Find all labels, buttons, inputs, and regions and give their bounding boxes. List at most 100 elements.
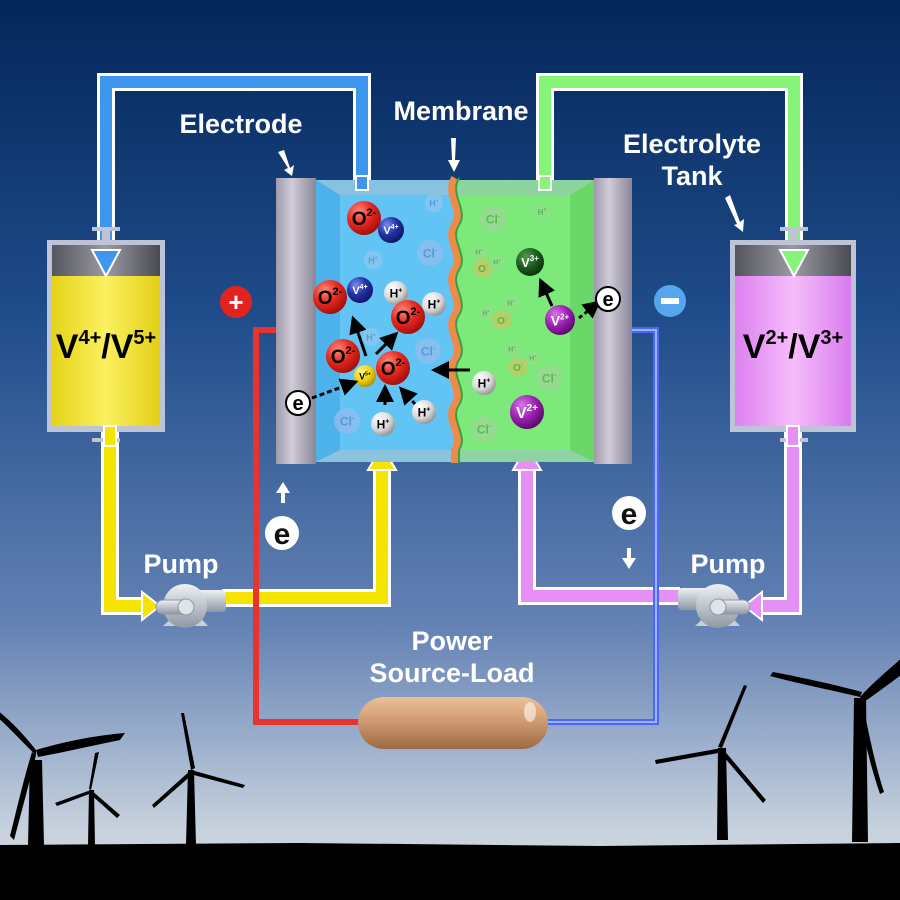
pump-left: [155, 584, 226, 628]
ion-v-vanadium2: V2+: [545, 305, 575, 335]
ion-sphere: [510, 395, 544, 429]
ion-label: H+: [475, 248, 483, 257]
ion-sphere: [347, 201, 381, 235]
ion-sphere: [362, 328, 380, 346]
wind-turbines: [0, 659, 900, 845]
positive-wire: [253, 327, 362, 725]
flow-arrow-icon: [742, 589, 763, 623]
ion-label: Cl-: [542, 372, 557, 386]
pointer-arrow-icon: [448, 138, 460, 172]
ion-label: H+: [507, 299, 515, 308]
ion-label: O2-: [352, 207, 377, 230]
ion-sphere: [479, 306, 493, 320]
svg-text:e: e: [602, 289, 613, 311]
ion-label: H+: [428, 298, 441, 312]
ion-label: O2-: [331, 345, 356, 368]
ion-o-oxygen: O2-: [313, 280, 347, 314]
ion-label: H+: [377, 418, 390, 432]
ion-h-faint-h-g: H+: [526, 351, 540, 365]
ion-sphere: [415, 338, 441, 364]
ion-sphere: [334, 408, 360, 434]
ion-h-proton: H+: [422, 292, 446, 316]
ion-sphere: [526, 351, 540, 365]
arrow-up-icon: [276, 482, 290, 503]
ion-sphere: [490, 255, 504, 269]
positive-terminal: +: [220, 286, 252, 318]
ion-label: O2-: [318, 286, 343, 309]
electrode-right: [594, 178, 632, 464]
negative-wire-highlight: [546, 329, 657, 723]
ion-label: H+: [368, 255, 378, 265]
pointer-arrow-icon: [278, 150, 294, 176]
wind-turbine-icon: [655, 685, 766, 840]
membrane: [448, 175, 462, 463]
reaction-arrows: [311, 277, 602, 406]
ion-label: H+: [478, 377, 491, 391]
label-electrode: Electrode: [179, 109, 302, 139]
label-power-line1: Power: [411, 626, 493, 656]
label-pump-right: Pump: [690, 549, 765, 579]
ion-h-proton: H+: [371, 412, 395, 436]
svg-text:e: e: [621, 498, 638, 531]
ion-label: H+: [482, 309, 490, 318]
ion-label: O-: [497, 315, 507, 327]
ion-label: Cl-: [423, 247, 438, 261]
svg-text:e: e: [274, 518, 291, 551]
tank-left-label: V4+/V5+: [56, 327, 156, 366]
ion-sphere: [545, 305, 575, 335]
ion-label: O-: [478, 263, 488, 275]
electron-marker-right-cell: e: [595, 286, 621, 312]
ion-o-oxygen: O2-: [326, 339, 360, 373]
ion-sphere: [313, 280, 347, 314]
ion-sphere: [505, 342, 519, 356]
ion-sphere: [384, 281, 408, 305]
ion-sphere: [534, 204, 550, 220]
electron-flow-left: e: [265, 482, 299, 551]
ion-label: H+: [429, 198, 439, 208]
ion-sphere: [480, 206, 506, 232]
ion-sphere: [492, 310, 512, 330]
pump-right: [678, 584, 751, 628]
ion-sphere: [516, 248, 544, 276]
ion-o-oxygen: O2-: [391, 300, 425, 334]
ion-h-faint-h: H+: [364, 251, 382, 269]
ion-label: Cl-: [340, 415, 355, 429]
ion-h-faint-h: H+: [362, 328, 380, 346]
ion-sphere: [354, 365, 376, 387]
pointer-arrow-icon: [725, 195, 744, 232]
svg-text:e: e: [292, 393, 303, 415]
tank-left: V4+/V5+: [47, 227, 165, 442]
ion-sphere: [536, 365, 562, 391]
wind-turbine-icon: [152, 713, 245, 845]
ion-sphere: [504, 296, 518, 310]
label-power-line2: Source-Load: [369, 658, 534, 688]
ion-sphere: [412, 400, 436, 424]
ion-label: V2+: [551, 312, 570, 328]
ion-o-oxygen: O2-: [347, 201, 381, 235]
ion-o-oxygen: O2-: [376, 351, 410, 385]
ion-v-vanadium4: V4+: [347, 277, 373, 303]
electrochemical-cell: [276, 175, 632, 464]
ion-sphere: [326, 339, 360, 373]
electrolyte-loop-left-bottom: [101, 420, 398, 623]
ion-h-faint-h-g: H+: [490, 255, 504, 269]
wind-turbine-icon: [55, 752, 120, 845]
ion-cl-faint-cl-g: Cl-: [480, 206, 506, 232]
ion-cl-faint-cl-g: Cl-: [471, 416, 497, 442]
ion-label: H+: [418, 406, 431, 420]
tank-right-electrolyte: [735, 276, 851, 426]
ion-label: H+: [508, 345, 516, 354]
arrow-down-icon: [622, 548, 636, 569]
ion-sphere: [391, 300, 425, 334]
label-electrolyte-tank-line1: Electrolyte: [623, 129, 761, 159]
ion-label: O-: [513, 362, 523, 374]
wind-turbine-icon: [0, 712, 125, 845]
ion-sphere: [364, 251, 382, 269]
ion-sphere: [473, 258, 493, 278]
electrode-left: [276, 178, 316, 464]
ion-label: O2-: [381, 357, 406, 380]
label-membrane: Membrane: [393, 96, 528, 126]
ion-label: H+: [493, 258, 501, 267]
ion-label: H+: [538, 207, 547, 217]
